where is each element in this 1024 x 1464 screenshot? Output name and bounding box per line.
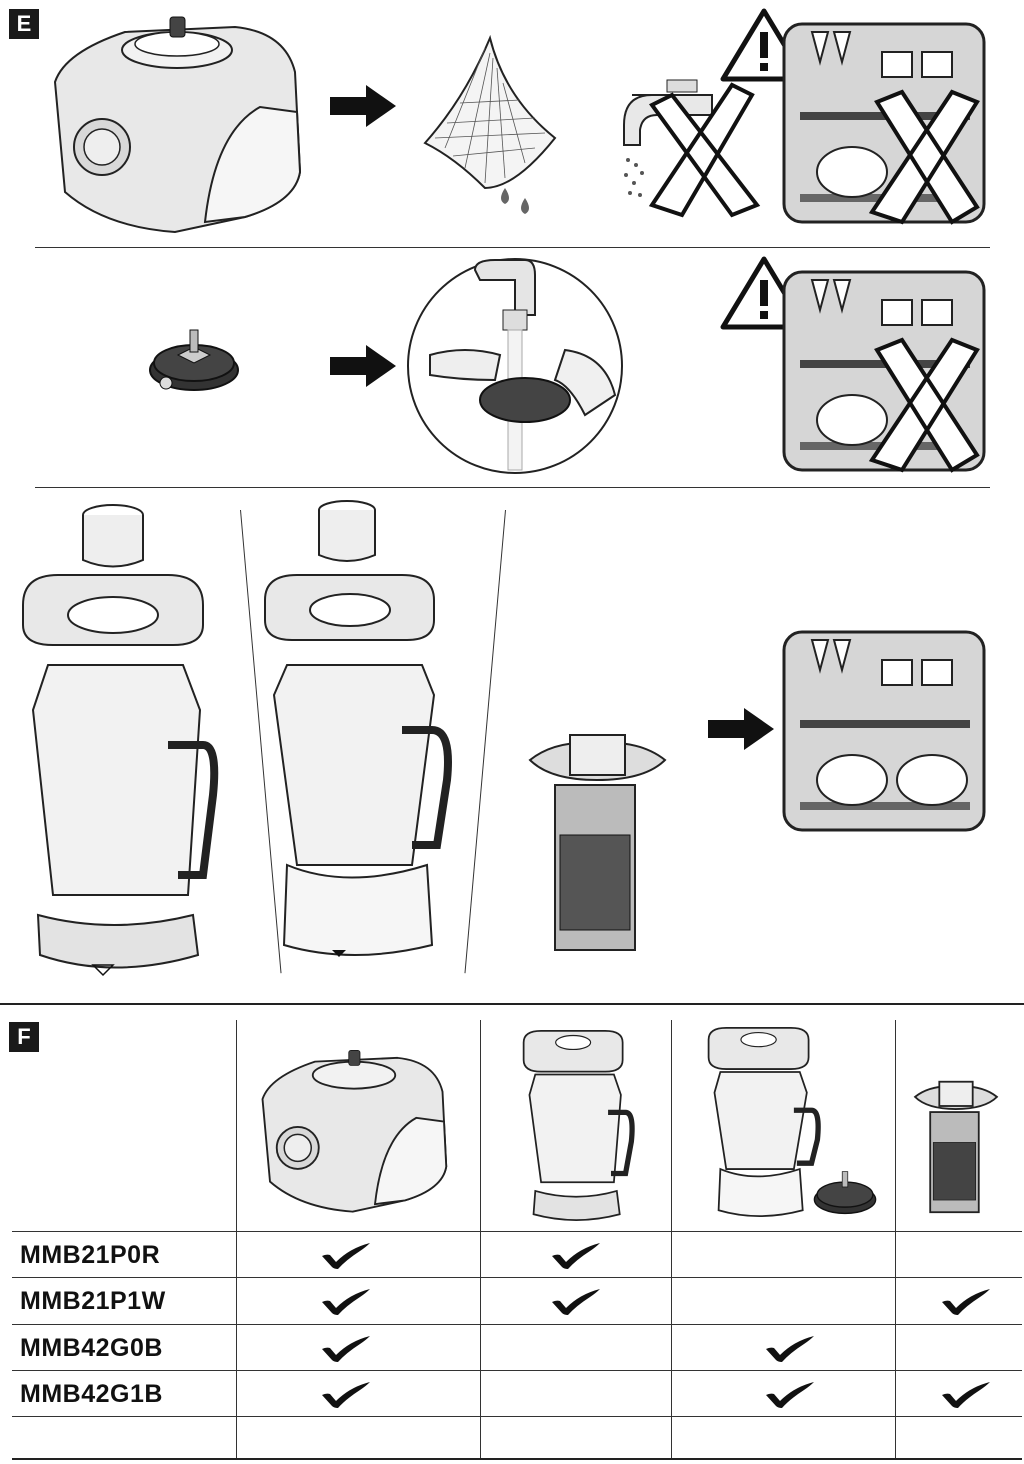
blade-unit-thumbnail xyxy=(813,1171,877,1215)
rinse-blade-illustration xyxy=(407,258,623,474)
section-f-label: F xyxy=(9,1022,39,1052)
table-col-divider-1 xyxy=(236,1020,237,1458)
checkmark-icon xyxy=(322,1289,370,1315)
checkmark-icon xyxy=(322,1243,370,1269)
model-name: MMB21P1W xyxy=(20,1287,166,1315)
model-name: MMB42G0B xyxy=(20,1334,163,1362)
table-row-divider-4 xyxy=(12,1416,1022,1417)
checkmark-icon xyxy=(766,1382,814,1408)
checkmark-icon xyxy=(322,1336,370,1362)
arrow-right-icon xyxy=(330,85,396,127)
motor-base-thumbnail xyxy=(261,1050,448,1213)
table-row-divider-1 xyxy=(12,1277,1022,1278)
damp-cloth-icon xyxy=(423,34,557,214)
filter-insert-thumbnail xyxy=(913,1080,999,1214)
model-name: MMB42G1B xyxy=(20,1380,163,1408)
motor-base-illustration xyxy=(53,16,302,234)
section-e-label: E xyxy=(9,9,39,39)
arrow-right-icon-3 xyxy=(708,708,774,750)
table-row-divider-2 xyxy=(12,1324,1022,1325)
jug-separate-blade-thumbnail xyxy=(707,1027,821,1217)
divider-row2 xyxy=(35,487,990,488)
table-col-divider-2 xyxy=(480,1020,481,1458)
checkmark-icon xyxy=(942,1289,990,1315)
jug-with-blade-thumbnail xyxy=(522,1029,635,1221)
faucet-prohibited-icon xyxy=(623,79,761,218)
checkmark-icon xyxy=(322,1382,370,1408)
divider-row1 xyxy=(35,247,990,248)
blender-jug-illustration xyxy=(22,504,219,977)
table-col-divider-4 xyxy=(895,1020,896,1458)
checkmark-icon xyxy=(766,1336,814,1362)
dishwasher-safe-icon xyxy=(782,630,986,832)
table-row-divider-3 xyxy=(12,1370,1022,1371)
divider-jug-2 xyxy=(464,509,506,974)
checkmark-icon xyxy=(942,1382,990,1408)
blender-jug-illustration-2 xyxy=(264,500,452,957)
table-bottom-line xyxy=(12,1458,1022,1460)
checkmark-icon xyxy=(552,1289,600,1315)
blade-unit-illustration xyxy=(149,329,239,391)
table-col-divider-3 xyxy=(671,1020,672,1458)
arrow-right-icon-2 xyxy=(330,345,396,387)
dishwasher-prohibited-icon-2 xyxy=(782,270,986,473)
dishwasher-prohibited-icon xyxy=(782,22,986,225)
table-row-divider-0 xyxy=(12,1231,1022,1232)
filter-insert-illustration xyxy=(528,734,667,951)
model-name: MMB21P0R xyxy=(20,1241,161,1269)
checkmark-icon xyxy=(552,1243,600,1269)
section-divider xyxy=(0,1003,1024,1005)
